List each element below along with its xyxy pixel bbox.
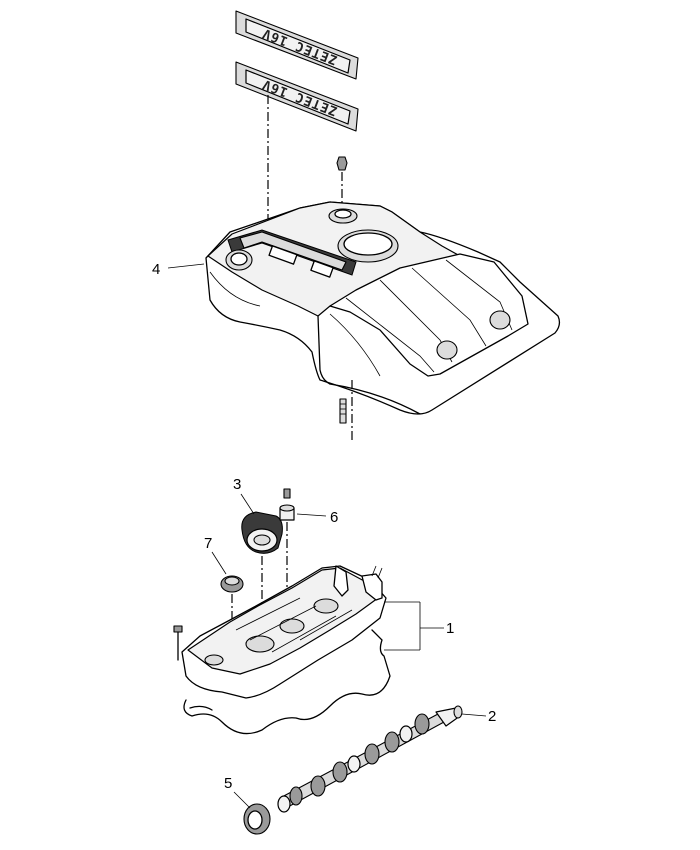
svg-text:5: 5 (224, 775, 232, 792)
callout-5: 5 (224, 775, 251, 809)
oil-filler-cap (241, 511, 283, 636)
svg-text:3: 3 (233, 476, 241, 493)
engine-cover (205, 201, 561, 415)
svg-text:7: 7 (204, 535, 212, 552)
svg-text:4: 4 (152, 261, 160, 278)
svg-text:1: 1 (446, 620, 454, 637)
svg-text:6: 6 (330, 509, 338, 526)
grommet-7 (220, 575, 244, 640)
callout-3: 3 (233, 476, 255, 515)
callout-2: 2 (461, 708, 496, 725)
head-cover-bolt-left (173, 625, 183, 661)
callout-6: 6 (296, 509, 338, 526)
cylinder-head-cover (181, 565, 391, 735)
cover-bolt-top (336, 156, 348, 210)
cover-stud (339, 380, 353, 442)
svg-text:2: 2 (488, 708, 496, 725)
camshaft-oil-seal (243, 803, 271, 835)
callout-1: 1 (384, 601, 454, 651)
cover-bolt-6 (279, 488, 295, 616)
callout-7: 7 (204, 535, 227, 575)
camshaft (277, 705, 463, 813)
callout-4: 4 (152, 261, 205, 278)
